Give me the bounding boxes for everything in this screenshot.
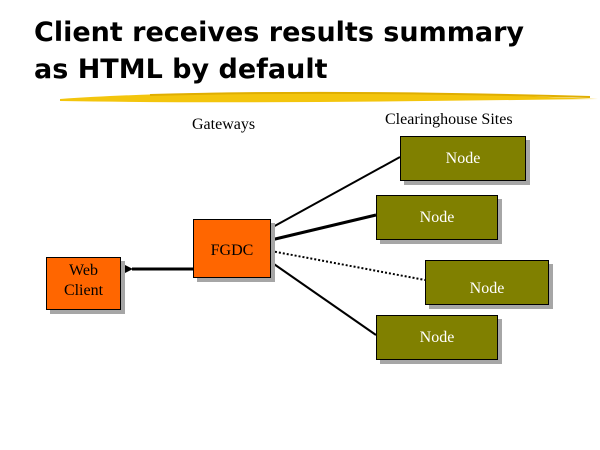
- slide-title-line-1: Client receives results summary: [34, 17, 524, 48]
- node-box-4: Node: [376, 315, 498, 360]
- web-client-box: Web Client: [46, 257, 121, 310]
- edge-fgdc-to-node-1: [270, 156, 401, 229]
- web-client-label-line-2: Client: [63, 282, 104, 299]
- node-box-3: Node: [425, 260, 549, 305]
- edge-fgdc-to-node-4: [270, 261, 377, 336]
- node-box-2: Node: [376, 195, 498, 240]
- node-label-1: Node: [445, 149, 481, 167]
- fgdc-gateway-box: FGDC: [193, 219, 271, 278]
- edge-fgdc-to-node-2: [270, 213, 377, 242]
- clearinghouse-sites-label: Clearinghouse Sites: [385, 111, 513, 128]
- node-label-2: Node: [419, 208, 455, 226]
- node-label-3: Node: [469, 280, 505, 297]
- web-client-label-line-1: Web: [69, 262, 98, 279]
- slide-title-line-2: as HTML by default: [34, 54, 328, 85]
- fgdc-label: FGDC: [210, 242, 254, 259]
- gateways-label: Gateways: [192, 116, 256, 133]
- edge-fgdc-to-node-3: [270, 250, 426, 281]
- slide-title: Client receives results summary as HTML …: [34, 14, 524, 88]
- node-box-1: Node: [400, 136, 526, 181]
- node-label-4: Node: [419, 328, 455, 346]
